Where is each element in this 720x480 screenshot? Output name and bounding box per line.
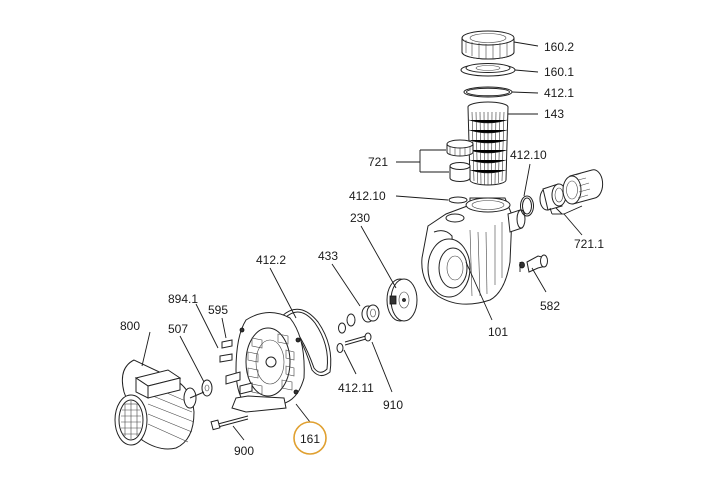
label-507: 507 [168,322,188,336]
label-800: 800 [120,319,140,333]
motor [114,359,205,450]
label-595: 595 [208,303,228,317]
label-900: 900 [234,444,254,458]
label-143: 143 [544,107,564,121]
small-fasteners [219,339,253,395]
label-721-1: 721.1 [574,237,604,251]
highlight-circle [293,421,327,455]
shaft-seal [338,304,380,334]
lid-cover [460,63,516,77]
label-101: 101 [488,325,508,339]
pump-housing [421,197,526,305]
backplate-o-ring [281,308,332,376]
leader-lines [141,41,583,441]
label-412-10-suction: 412.10 [349,189,386,203]
label-582: 582 [540,299,560,313]
label-160-2: 160.2 [544,40,574,54]
label-412-11: 412.11 [338,381,374,395]
label-894-1: 894.1 [168,292,198,306]
label-412-10-outlet: 412.10 [510,148,547,162]
label-412-1: 412.1 [544,86,574,100]
label-910: 910 [383,398,403,412]
bracket-bolt [210,415,249,431]
outlet-union [539,169,604,211]
housing-bolt [336,332,372,353]
label-160-1: 160.1 [544,65,574,79]
lid-nut [461,30,515,60]
outlet-o-ring [520,195,534,217]
strainer-basket [467,101,509,186]
suction-union [446,139,474,182]
slinger-washer [201,379,213,397]
label-161: 161 [300,432,320,446]
impeller [386,278,418,322]
motor-bracket [231,312,305,413]
part-labels: 160.2 160.1 412.1 143 721 412.10 412.10 … [120,40,604,458]
suction-o-ring [448,196,468,204]
label-412-2: 412.2 [256,253,286,267]
lid-o-ring [463,86,513,98]
drain-plug [519,254,548,273]
label-721: 721 [368,155,388,169]
label-433: 433 [318,249,338,263]
label-230: 230 [350,211,370,225]
